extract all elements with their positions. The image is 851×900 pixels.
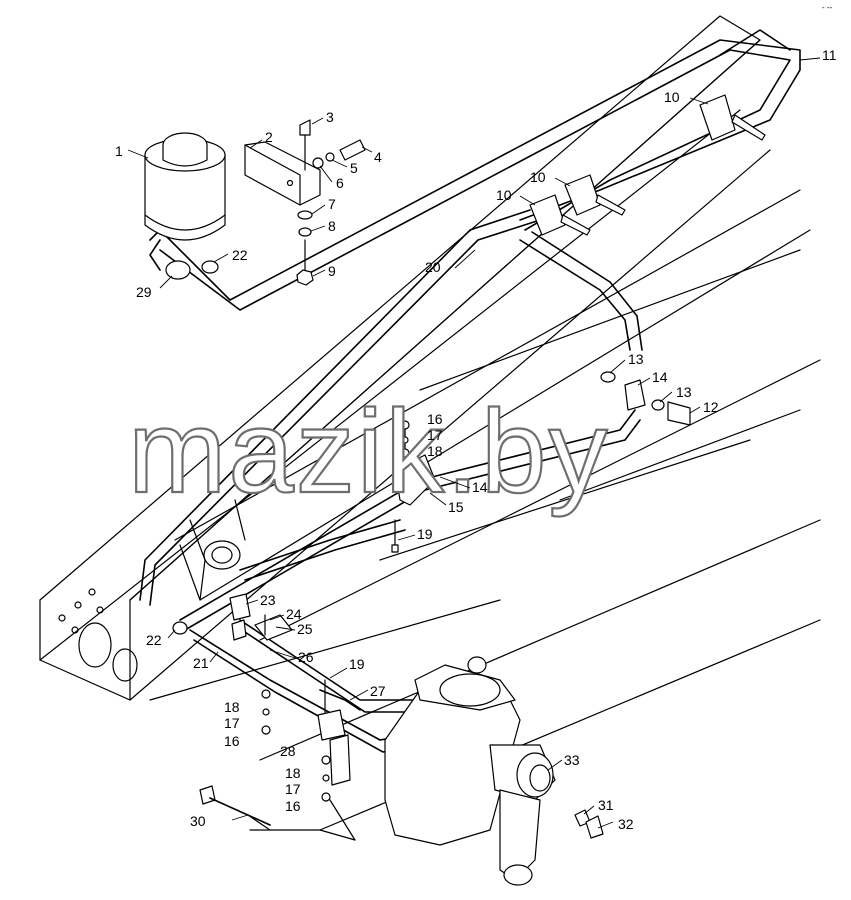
callout-24: 24: [286, 606, 302, 622]
callout-32: 32: [618, 816, 634, 832]
long-bolt: [199, 785, 271, 831]
callout-19a: 19: [417, 526, 433, 542]
callout-14b: 14: [472, 479, 488, 495]
callout-labels: 1 2 3 4 5 6 7 8 9 10 10 10 10 11 12 13 1…: [115, 47, 837, 832]
callout-21: 21: [193, 655, 209, 671]
watermark-text: mazik.by: [128, 386, 610, 518]
callout-12: 12: [703, 399, 719, 415]
leader-lines: [127, 57, 821, 829]
pipe-clamp: [391, 420, 436, 553]
callout-25: 25: [297, 621, 313, 637]
callout-7: 7: [328, 196, 336, 212]
callout-5: 5: [350, 160, 358, 176]
callout-8: 8: [328, 218, 336, 234]
callout-4: 4: [374, 149, 382, 165]
callout-18a: 18: [427, 443, 443, 459]
callout-17a: 17: [427, 427, 443, 443]
callout-26: 26: [298, 649, 314, 665]
callout-19b: 19: [349, 656, 365, 672]
callout-28: 28: [280, 743, 296, 759]
oil-reservoir: [144, 132, 226, 271]
callout-16b: 16: [224, 733, 240, 749]
callout-20: 20: [425, 259, 441, 275]
callout-2: 2: [265, 129, 273, 145]
steering-gear-box: [384, 656, 604, 886]
callout-6: 6: [336, 175, 344, 191]
callout-22b: 22: [232, 247, 248, 263]
callout-11: 11: [822, 47, 837, 63]
callout-30: 30: [190, 813, 206, 829]
callout-15: 15: [448, 499, 464, 515]
callout-3: 3: [326, 109, 334, 125]
corner-mark: - --: [822, 3, 833, 12]
callout-9: 9: [328, 263, 336, 279]
callout-22a: 22: [146, 632, 162, 648]
callout-27: 27: [370, 683, 386, 699]
callout-13a: 13: [628, 351, 644, 367]
callout-13b: 13: [676, 384, 692, 400]
callout-16c: 16: [285, 798, 301, 814]
hose-fittings: [165, 260, 251, 641]
callout-14a: 14: [652, 369, 668, 385]
pipe-bracket: [254, 614, 351, 802]
callout-1: 1: [115, 143, 123, 159]
callout-10a: 10: [664, 89, 680, 105]
callout-10c: 10: [496, 187, 512, 203]
callout-31: 31: [598, 797, 614, 813]
banjo-fitting: [600, 371, 691, 426]
callout-18b: 18: [224, 699, 240, 715]
callout-10b: 10: [530, 169, 546, 185]
callout-29: 29: [136, 284, 152, 300]
hose-clamps: [529, 94, 766, 236]
reservoir-bracket: [244, 141, 321, 206]
callout-18c: 18: [285, 765, 301, 781]
pipe-connector: [203, 540, 241, 570]
fasteners-column: [296, 119, 366, 286]
callout-16a: 16: [427, 411, 443, 427]
callout-23: 23: [260, 592, 276, 608]
callout-17b: 17: [224, 715, 240, 731]
callout-33: 33: [564, 752, 580, 768]
callout-17c: 17: [285, 781, 301, 797]
